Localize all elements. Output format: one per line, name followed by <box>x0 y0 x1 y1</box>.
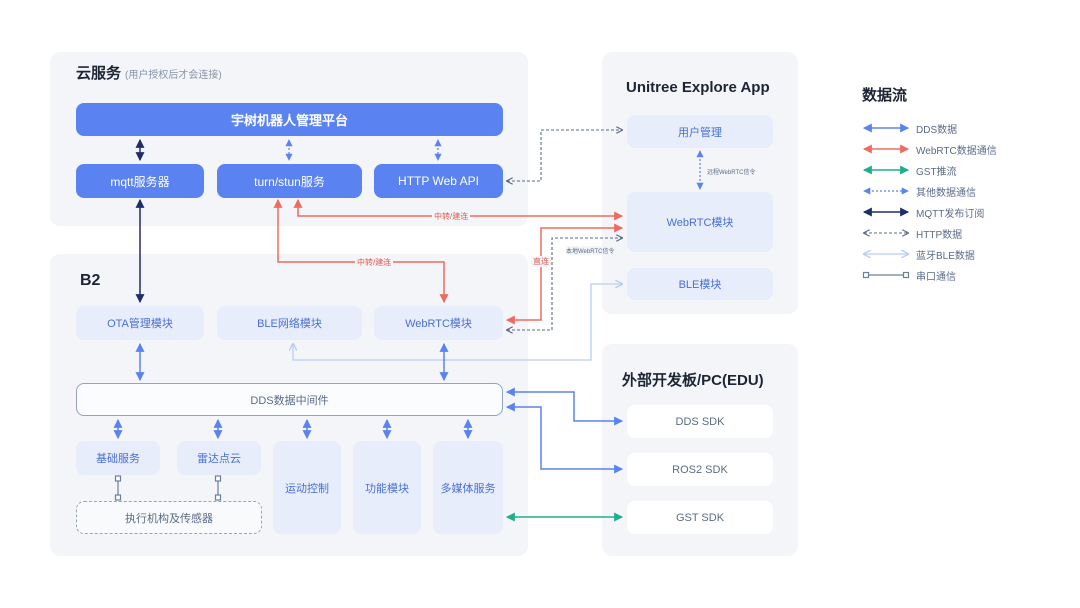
http-api-box[interactable]: HTTP Web API <box>374 164 503 198</box>
legend-http: HTTP数据 <box>862 226 963 241</box>
legend-serial-label: 串口通信 <box>916 271 956 283</box>
actuators-box[interactable]: 执行机构及传感器 <box>76 501 262 534</box>
ble-net-box[interactable]: BLE网络模块 <box>217 306 362 340</box>
legend-http-label: HTTP数据 <box>916 229 963 241</box>
platform-box[interactable]: 宇树机器人管理平台 <box>76 103 503 136</box>
ext-title: 外部开发板/PC(EDU) <box>622 372 764 389</box>
legend-other-swatch <box>863 187 909 195</box>
legend-mqtt-label: MQTT发布订阅 <box>916 208 985 220</box>
legend-gst-swatch <box>862 165 910 175</box>
b2-title: B2 <box>80 272 101 289</box>
legend-dds-swatch <box>862 123 910 133</box>
legend-http-swatch <box>862 228 910 238</box>
http-user-link <box>507 130 622 181</box>
remote-signal-label: 远程WebRTC信令 <box>707 167 756 176</box>
app-ble-box[interactable]: BLE模块 <box>627 268 773 300</box>
legend-other: 其他数据通信 <box>862 184 976 199</box>
dds-sdk-box[interactable]: DDS SDK <box>627 405 773 438</box>
serial-basic-link <box>114 475 122 501</box>
legend-mqtt-swatch <box>862 207 910 217</box>
relay-label-2: 中转/建连 <box>355 257 394 268</box>
app-webrtc-box[interactable]: WebRTC模块 <box>627 192 773 252</box>
ros2-sdk-box[interactable]: ROS2 SDK <box>627 453 773 486</box>
legend-mqtt: MQTT发布订阅 <box>862 205 985 220</box>
legend-dds-label: DDS数据 <box>916 124 958 136</box>
legend-webrtc-swatch <box>862 144 910 154</box>
turn-stun-box[interactable]: turn/stun服务 <box>217 164 362 198</box>
legend-ble-label: 蓝牙BLE数据 <box>916 250 975 262</box>
ota-box[interactable]: OTA管理模块 <box>76 306 204 340</box>
serial-lidar-link <box>214 475 222 501</box>
ble-link <box>293 284 622 361</box>
cloud-note: (用户授权后才会连接) <box>125 70 222 81</box>
relay-label-1: 中转/建连 <box>432 211 471 222</box>
app-title: Unitree Explore App <box>626 79 770 96</box>
legend-dds: DDS数据 <box>862 121 958 136</box>
dds-middleware-box[interactable]: DDS数据中间件 <box>76 383 503 416</box>
user-mgmt-box[interactable]: 用户管理 <box>627 115 773 148</box>
b2-webrtc-box[interactable]: WebRTC模块 <box>374 306 503 340</box>
legend-ble-swatch <box>862 249 910 259</box>
legend-webrtc-label: WebRTC数据通信 <box>916 145 997 157</box>
legend-webrtc: WebRTC数据通信 <box>862 142 997 157</box>
media-service-box[interactable]: 多媒体服务 <box>433 441 503 534</box>
lidar-box[interactable]: 雷达点云 <box>177 441 261 475</box>
legend-title: 数据流 <box>862 87 908 104</box>
legend-serial-swatch <box>862 271 910 279</box>
direct-link <box>505 223 624 325</box>
legend-ble: 蓝牙BLE数据 <box>862 247 975 262</box>
direct-label: 直连 <box>531 256 551 267</box>
legend-gst: GST推流 <box>862 163 957 178</box>
function-module-box[interactable]: 功能模块 <box>353 441 421 534</box>
mqtt-box[interactable]: mqtt服务器 <box>76 164 204 198</box>
cloud-title: 云服务(用户授权后才会连接) <box>76 65 222 82</box>
gst-sdk-box[interactable]: GST SDK <box>627 501 773 534</box>
legend-gst-label: GST推流 <box>916 166 957 178</box>
motion-control-box[interactable]: 运动控制 <box>273 441 341 534</box>
legend-serial: 串口通信 <box>862 268 956 283</box>
dds-ros2sdk-link <box>505 402 624 474</box>
legend-other-label: 其他数据通信 <box>916 187 976 199</box>
local-signal-label: 本地WebRTC信令 <box>566 246 615 255</box>
basic-service-box[interactable]: 基础服务 <box>76 441 160 475</box>
